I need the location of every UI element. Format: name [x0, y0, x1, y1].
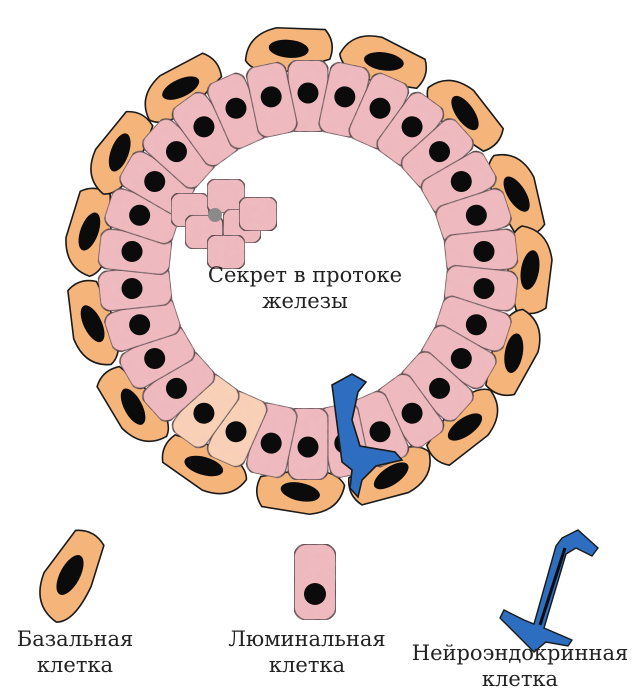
luminal-nucleus — [298, 83, 319, 104]
luminal-cell-caption-line1: Люминальная — [212, 626, 402, 652]
secretion-dot — [208, 208, 222, 222]
basal-cell-caption: Базальная клетка — [0, 626, 150, 678]
luminal-cell-caption: Люминальная клетка — [212, 626, 402, 678]
basal-cell-caption-line1: Базальная — [0, 626, 150, 652]
neuroendocrine-cell-caption: Нейроэндокринная клетка — [402, 640, 638, 692]
duct-secretion-label: Секрет в протоке железы — [175, 262, 435, 314]
secretion-cell-cluster — [171, 179, 277, 269]
luminal-nucleus — [298, 437, 319, 458]
duct-secretion-label-line1: Секрет в протоке — [175, 262, 435, 288]
cluster-cell — [239, 197, 277, 231]
neuroendocrine-cell-caption-line1: Нейроэндокринная — [402, 640, 638, 666]
duct-secretion-label-line2: железы — [175, 288, 435, 314]
legend-basal-cell-icon — [26, 522, 113, 629]
basal-cell-caption-line2: клетка — [0, 652, 150, 678]
legend-luminal-cell-icon — [294, 544, 336, 620]
luminal-cell-caption-line2: клетка — [212, 652, 402, 678]
legend-neuroendocrine-cell-icon — [500, 530, 598, 652]
neuroendocrine-cell-caption-line2: клетка — [402, 666, 638, 692]
